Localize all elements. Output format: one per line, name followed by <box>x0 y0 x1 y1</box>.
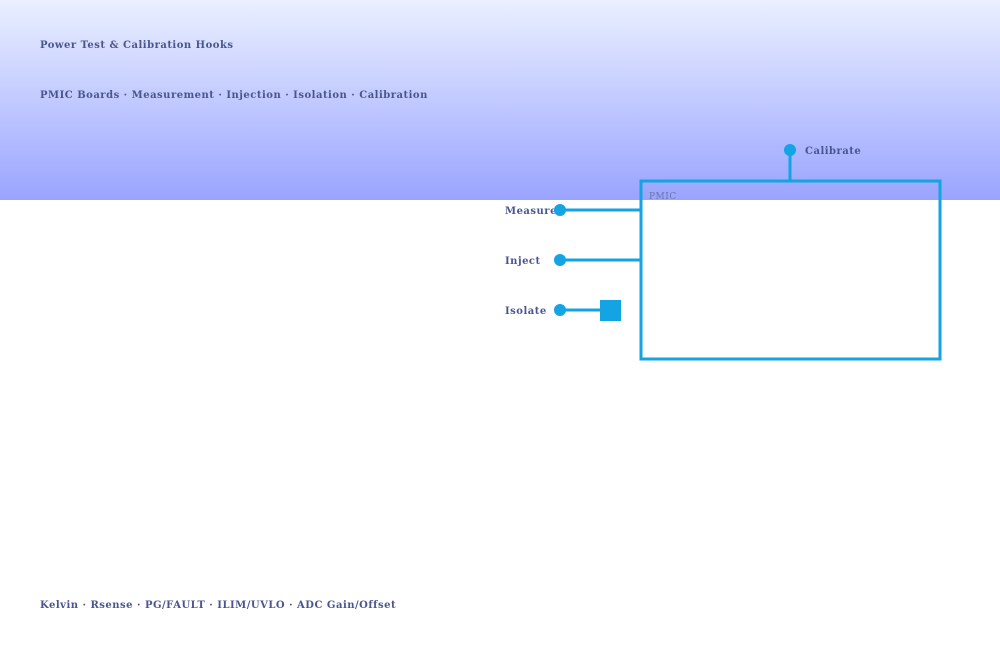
header-band <box>0 0 1000 200</box>
isolate-hook-dot[interactable] <box>554 304 566 316</box>
pmic-block-label: PMIC <box>649 192 677 202</box>
footer-terms: Kelvin · Rsense · PG/FAULT · ILIM/UVLO ·… <box>40 600 397 611</box>
page-subtitle: PMIC Boards · Measurement · Injection · … <box>40 90 428 101</box>
calibrate-hook-dot[interactable] <box>784 144 796 156</box>
pmic-block[interactable] <box>639 179 942 361</box>
measure-label: Measure <box>505 206 557 217</box>
inject-label: Inject <box>505 256 541 267</box>
page-title: Power Test & Calibration Hooks <box>40 40 234 51</box>
isolate-label: Isolate <box>505 306 547 317</box>
inject-hook-dot[interactable] <box>554 254 566 266</box>
calibrate-label: Calibrate <box>805 146 861 157</box>
isolation-switch[interactable] <box>600 300 621 321</box>
measure-hook-dot[interactable] <box>554 204 566 216</box>
